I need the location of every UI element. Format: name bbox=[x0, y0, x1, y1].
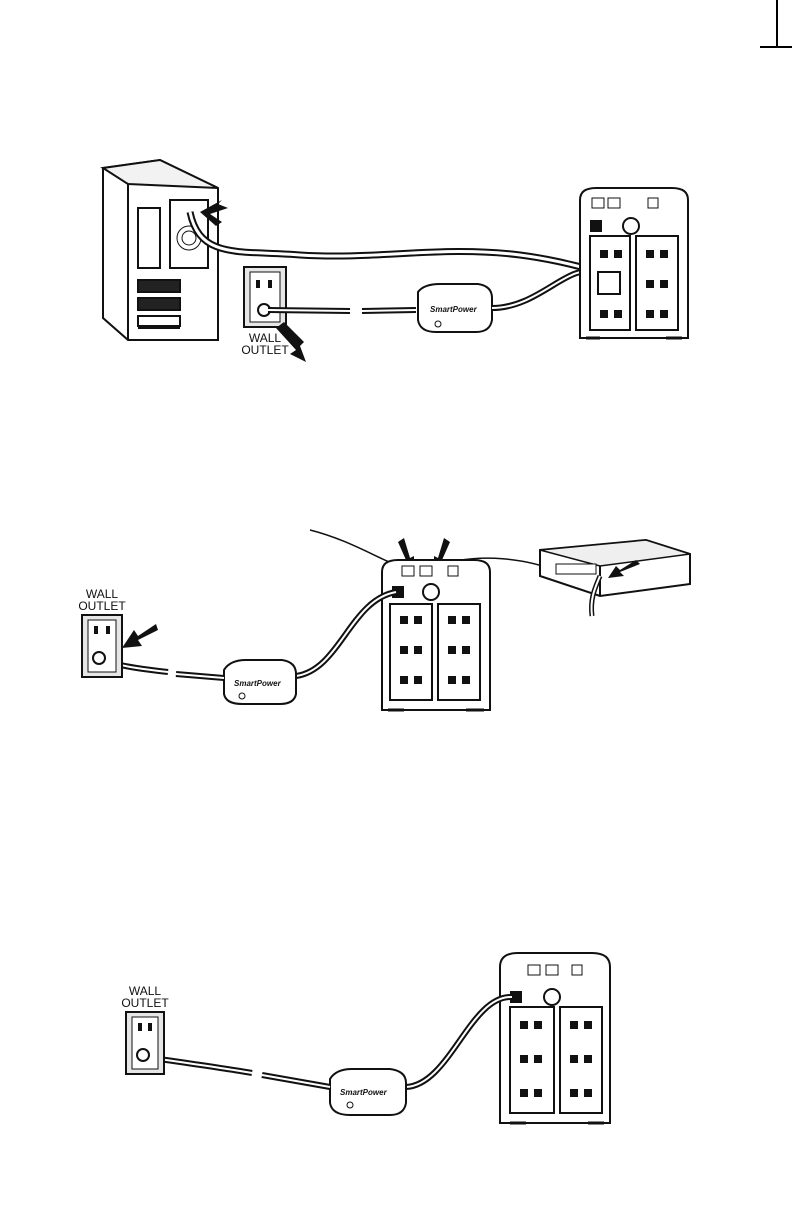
svg-text:SmartPower: SmartPower bbox=[340, 1088, 388, 1097]
wall-outlet-3-label-line2: OUTLET bbox=[120, 997, 170, 1009]
wall-outlet-2-label-line2: OUTLET bbox=[76, 600, 128, 612]
smartpower-device-2: SmartPower bbox=[224, 660, 296, 704]
diagram-network-svg: SmartPower bbox=[0, 520, 792, 730]
crop-mark-vertical bbox=[776, 0, 778, 46]
arrow-outlet-2-icon bbox=[122, 624, 158, 648]
network-device bbox=[540, 540, 690, 616]
smartpower-device-3: SmartPower bbox=[330, 1069, 406, 1115]
ups-unit bbox=[580, 188, 688, 338]
diagram-computer-connection: SmartPower WALL OUTLET bbox=[0, 150, 792, 380]
diagram-basic-svg: SmartPower bbox=[0, 945, 792, 1135]
computer-power-cable bbox=[190, 212, 610, 274]
crop-mark-horizontal bbox=[760, 46, 792, 48]
diagram-basic-connection: SmartPower WALL OUTLET bbox=[0, 945, 792, 1135]
svg-text:SmartPower: SmartPower bbox=[234, 679, 282, 688]
wall-outlet-2 bbox=[82, 615, 122, 677]
wall-outlet-label-line2: OUTLET bbox=[240, 344, 290, 356]
ups-unit-3 bbox=[500, 953, 610, 1123]
smartpower-device: SmartPower bbox=[418, 284, 492, 332]
diagram-network-connection: SmartPower WALL OUTLET bbox=[0, 520, 792, 730]
wall-outlet-3 bbox=[126, 1012, 164, 1074]
ups-unit-2 bbox=[382, 560, 490, 710]
wall-outlet bbox=[244, 267, 286, 327]
svg-text:SmartPower: SmartPower bbox=[430, 305, 478, 314]
diagram-computer-svg: SmartPower bbox=[0, 150, 792, 380]
computer-tower bbox=[103, 160, 218, 340]
